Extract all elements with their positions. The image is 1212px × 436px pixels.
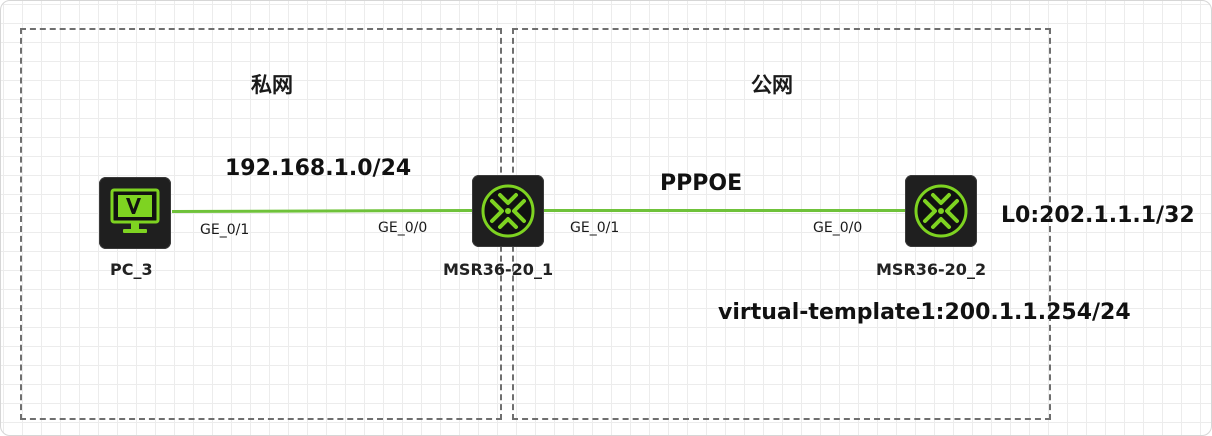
router1-device[interactable] <box>472 175 544 247</box>
router-icon <box>481 184 535 238</box>
pppoe-label: PPPOE <box>660 171 743 196</box>
loopback-label: L0:202.1.1.1/32 <box>1001 203 1195 228</box>
router2-device[interactable] <box>905 175 977 247</box>
monitor-icon <box>110 188 160 233</box>
private-subnet-label: 192.168.1.0/24 <box>225 156 412 181</box>
link-router1-router2[interactable] <box>543 209 905 212</box>
router2-port-label: GE_0/0 <box>813 220 863 236</box>
router1-name-label: MSR36-20_1 <box>443 260 554 279</box>
router1-outer-port-label: GE_0/1 <box>570 220 620 236</box>
pc-device[interactable] <box>99 177 171 249</box>
router2-name-label: MSR36-20_2 <box>876 260 987 279</box>
private-zone-title: 私网 <box>251 73 293 97</box>
pc-port-label: GE_0/1 <box>200 222 250 238</box>
virtual-template-label: virtual-template1:200.1.1.254/24 <box>718 300 1131 325</box>
router-icon <box>914 184 968 238</box>
pc-name-label: PC_3 <box>110 260 153 279</box>
router1-inner-port-label: GE_0/0 <box>378 220 428 236</box>
public-zone-title: 公网 <box>751 73 793 97</box>
